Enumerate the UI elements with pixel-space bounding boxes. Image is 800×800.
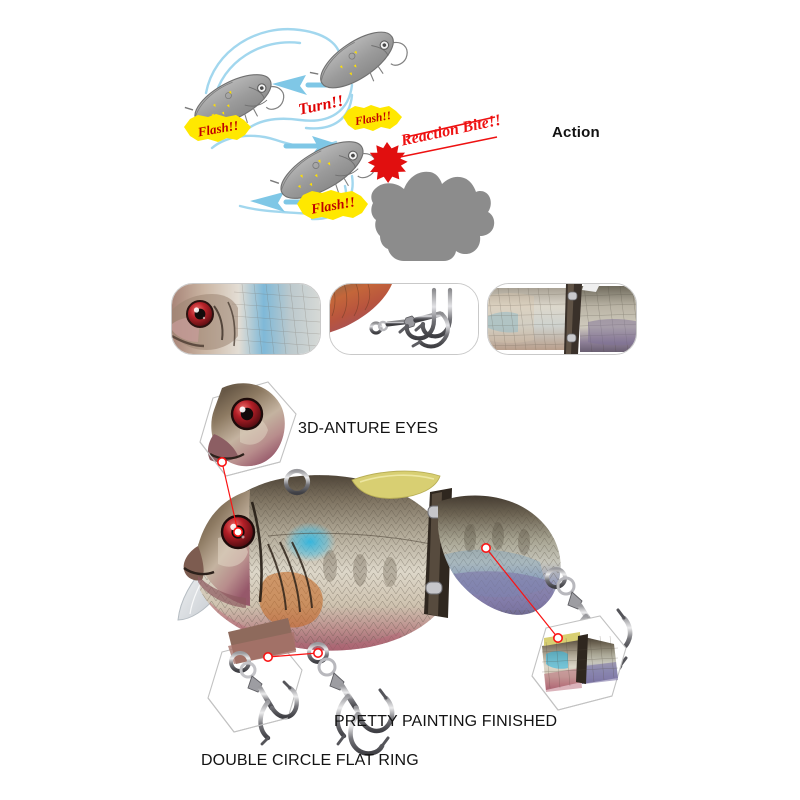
detail-panel-joint[interactable] <box>487 283 637 355</box>
reaction-bite-annotation: Reaction Bite!! <box>399 112 503 158</box>
flash-burst-2: Flash!! <box>343 105 402 131</box>
lure-joint <box>424 488 452 618</box>
callout-label-flat-ring: DOUBLE CIRCLE FLAT RING <box>201 752 419 769</box>
detail-panel-eye[interactable] <box>171 283 321 355</box>
callout-label-painting: PRETTY PAINTING FINISHED <box>334 713 558 730</box>
detail-panels-row <box>0 283 800 363</box>
lure-body-rear <box>438 495 561 615</box>
hero-lure-diagram <box>177 381 633 756</box>
svg-text:Turn!!: Turn!! <box>297 93 345 119</box>
flash-burst-1: Flash!! <box>184 114 251 142</box>
action-diagram-section: Flash!! Flash!! Flash!! Turn!! Reaction … <box>0 0 800 275</box>
leader-line-flat-ring <box>262 647 323 662</box>
callout-flat-ring[interactable] <box>207 618 303 746</box>
panel-hook-image <box>330 284 478 354</box>
detail-panel-hook[interactable] <box>329 283 479 355</box>
panel-eye-image <box>172 284 320 354</box>
panel-joint-image <box>488 284 636 354</box>
callout-eyes[interactable] <box>199 381 297 477</box>
svg-text:Flash!!: Flash!! <box>196 118 240 140</box>
svg-text:Reaction Bite!!: Reaction Bite!! <box>399 112 503 150</box>
action-diagram: Flash!! Flash!! Flash!! Turn!! Reaction … <box>184 27 503 261</box>
hero-lure-section <box>0 370 800 800</box>
action-section-title: Action <box>552 124 600 141</box>
flash-burst-3: Flash!! <box>297 190 368 220</box>
callout-painting[interactable] <box>531 615 627 711</box>
callout-label-eyes: 3D-ANTURE EYES <box>298 420 439 437</box>
belly-treble-hook <box>317 657 395 756</box>
action-lure-upper-right <box>309 31 408 89</box>
leader-line-eyes <box>217 457 244 538</box>
predator-silhouette <box>371 171 495 261</box>
strike-burst-icon <box>367 142 408 183</box>
lure-head <box>183 490 256 608</box>
action-lure-lower-centre <box>269 141 377 199</box>
turn-annotation: Turn!! <box>297 93 345 119</box>
action-lure-upper-left <box>184 74 285 126</box>
leader-line-painting <box>480 543 563 643</box>
